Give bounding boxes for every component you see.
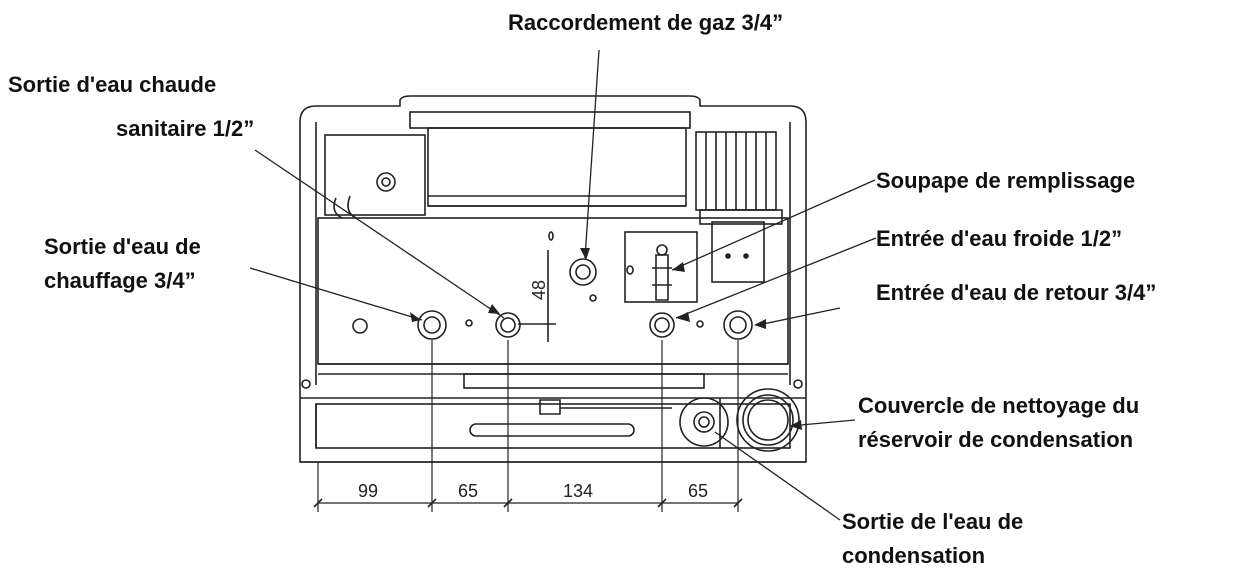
label-cleaning-line1: Couvercle de nettoyage du <box>858 393 1140 418</box>
control-knob <box>376 172 396 192</box>
label-hot-water-line2: sanitaire 1/2” <box>116 116 255 141</box>
junction-box <box>711 221 765 283</box>
heat-exchanger <box>427 127 687 207</box>
dimension-ticks <box>313 498 743 508</box>
dimension-lines <box>317 340 739 512</box>
dimension-99: 99 <box>358 481 378 501</box>
gas-connection <box>569 258 597 286</box>
label-heating-line2: chauffage 3/4” <box>44 268 196 293</box>
tank-slot <box>469 423 635 437</box>
cold-water-inlet <box>649 312 675 338</box>
label-hot-water-line1: Sortie d'eau chaude <box>8 72 217 97</box>
dimension-65-left: 65 <box>458 481 478 501</box>
label-fill-valve: Soupape de remplissage <box>876 168 1136 193</box>
inner-frame <box>315 122 791 385</box>
arrow-tips <box>410 248 802 430</box>
cleaning-cover <box>736 388 800 452</box>
label-heating-line1: Sortie d'eau de <box>44 234 201 259</box>
label-return-water: Entrée d'eau de retour 3/4” <box>876 280 1157 305</box>
dimension-134: 134 <box>563 481 593 501</box>
leader-lines <box>249 49 877 521</box>
heating-outlet <box>417 310 447 340</box>
hot-water-outlet <box>495 312 521 338</box>
return-inlet <box>723 310 753 340</box>
fill-valve <box>652 254 672 301</box>
condensate-outlet <box>679 397 729 447</box>
label-cold-water: Entrée d'eau froide 1/2” <box>876 226 1123 251</box>
top-panel <box>409 111 691 129</box>
boiler-casing <box>299 95 807 463</box>
dimension-48: 48 <box>529 280 549 300</box>
label-condensate-line2: condensation <box>842 543 986 568</box>
dimension-65-right: 65 <box>688 481 708 501</box>
control-box <box>324 134 426 216</box>
label-cleaning-line2: réservoir de condensation <box>858 427 1134 452</box>
fill-valve-window <box>624 231 698 303</box>
label-condensate-line1: Sortie de l'eau de <box>842 509 1024 534</box>
label-gas: Raccordement de gaz 3/4” <box>508 10 784 35</box>
